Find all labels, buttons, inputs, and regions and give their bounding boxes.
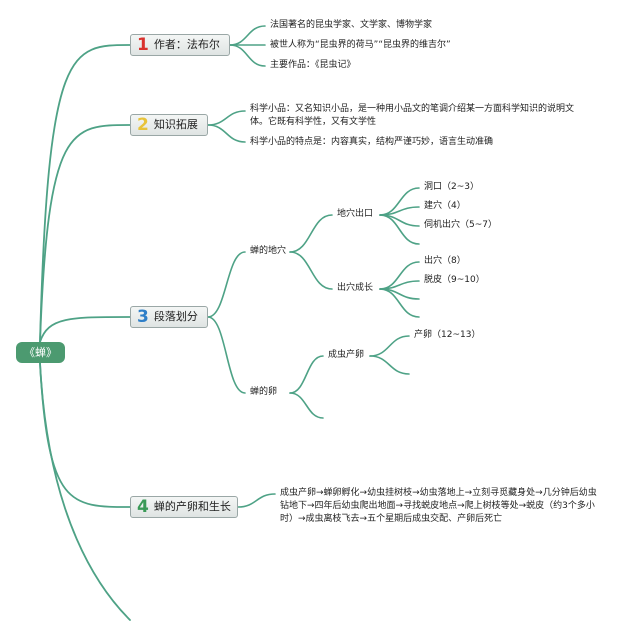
- connector-root-lifecycle: [39, 362, 131, 508]
- connector-root-author: [39, 44, 131, 343]
- leaf-build-burrow: 建穴（4）: [424, 201, 466, 211]
- author-item-1: 法国著名的昆虫学家、文学家、博物学家: [270, 20, 433, 30]
- connector-burrow-growth: [289, 251, 333, 290]
- connector-knowledge-item-1: [207, 110, 246, 126]
- leaf-molting: 脱皮（9~10）: [424, 275, 485, 285]
- subgroup-burrow-exit: 地穴出口: [337, 209, 374, 219]
- lifecycle-text: 成虫产卵→蝉卵孵化→幼虫挂树枝→幼虫落地上→立刻寻觅藏身处→几分钟后幼虫钻地下→…: [280, 488, 597, 524]
- knowledge-item-1: 科学小品：又名知识小品，是一种用小品文的笔调介绍某一方面科学知识的说明文体。它既…: [250, 104, 575, 127]
- connector-adult-empty: [369, 355, 410, 375]
- branch-knowledge[interactable]: 2 知识拓展: [130, 114, 208, 136]
- connector-root-knowledge: [39, 124, 131, 343]
- connector-eggs-empty: [289, 392, 324, 419]
- branch-knowledge-label: 知识拓展: [153, 118, 198, 131]
- branch-paragraphs-label: 段落划分: [153, 310, 198, 323]
- number-4-badge: 4: [137, 497, 149, 517]
- connector-lifecycle-text: [237, 493, 276, 508]
- subgroup-exit-growth: 出穴成长: [337, 283, 374, 293]
- connector-exit-empty: [379, 214, 420, 245]
- leaf-wait-exit: 伺机出穴（5~7）: [424, 220, 497, 230]
- number-2-badge: 2: [137, 115, 149, 135]
- number-3-badge: 3: [137, 307, 149, 327]
- author-item-3: 主要作品：《昆虫记》: [270, 60, 356, 70]
- connector-growth-empty-2: [379, 288, 420, 318]
- leaf-exit-burrow: 出穴（8）: [424, 256, 466, 266]
- connector-author-item-3: [229, 44, 266, 67]
- leaf-laying-eggs: 产卵（12~13）: [414, 330, 481, 340]
- branch-lifecycle[interactable]: 4 蝉的产卵和生长: [130, 496, 238, 518]
- connector-root-paragraphs: [39, 316, 131, 343]
- connector-root-tail: [39, 362, 131, 621]
- connector-author-item-1: [229, 25, 266, 46]
- connector-burrow-exit: [289, 214, 333, 253]
- connector-paragraphs-eggs: [207, 316, 246, 394]
- connector-paragraphs-burrow: [207, 251, 246, 318]
- branch-lifecycle-label: 蝉的产卵和生长: [153, 500, 231, 513]
- number-1-badge: 1: [137, 35, 149, 55]
- subgroup-adult-laying: 成虫产卵: [328, 350, 365, 360]
- knowledge-item-2: 科学小品的特点是：内容真实，结构严谨巧妙，语言生动准确: [250, 137, 494, 147]
- group-burrow: 蝉的地穴: [250, 246, 287, 256]
- root-node[interactable]: 《蝉》: [16, 342, 65, 363]
- group-eggs: 蝉的卵: [250, 387, 278, 397]
- branch-author[interactable]: 1 作者：法布尔: [130, 34, 230, 56]
- leaf-hole-entrance: 洞口（2~3）: [424, 182, 479, 192]
- connector-knowledge-item-2: [207, 124, 246, 143]
- connector-adult-laying: [369, 335, 410, 357]
- author-item-2: 被世人称为“昆虫界的荷马”“昆虫界的维吉尔”: [270, 40, 451, 50]
- connector-eggs-adult: [289, 355, 324, 394]
- branch-author-label: 作者：法布尔: [153, 38, 220, 51]
- branch-paragraphs[interactable]: 3 段落划分: [130, 306, 208, 328]
